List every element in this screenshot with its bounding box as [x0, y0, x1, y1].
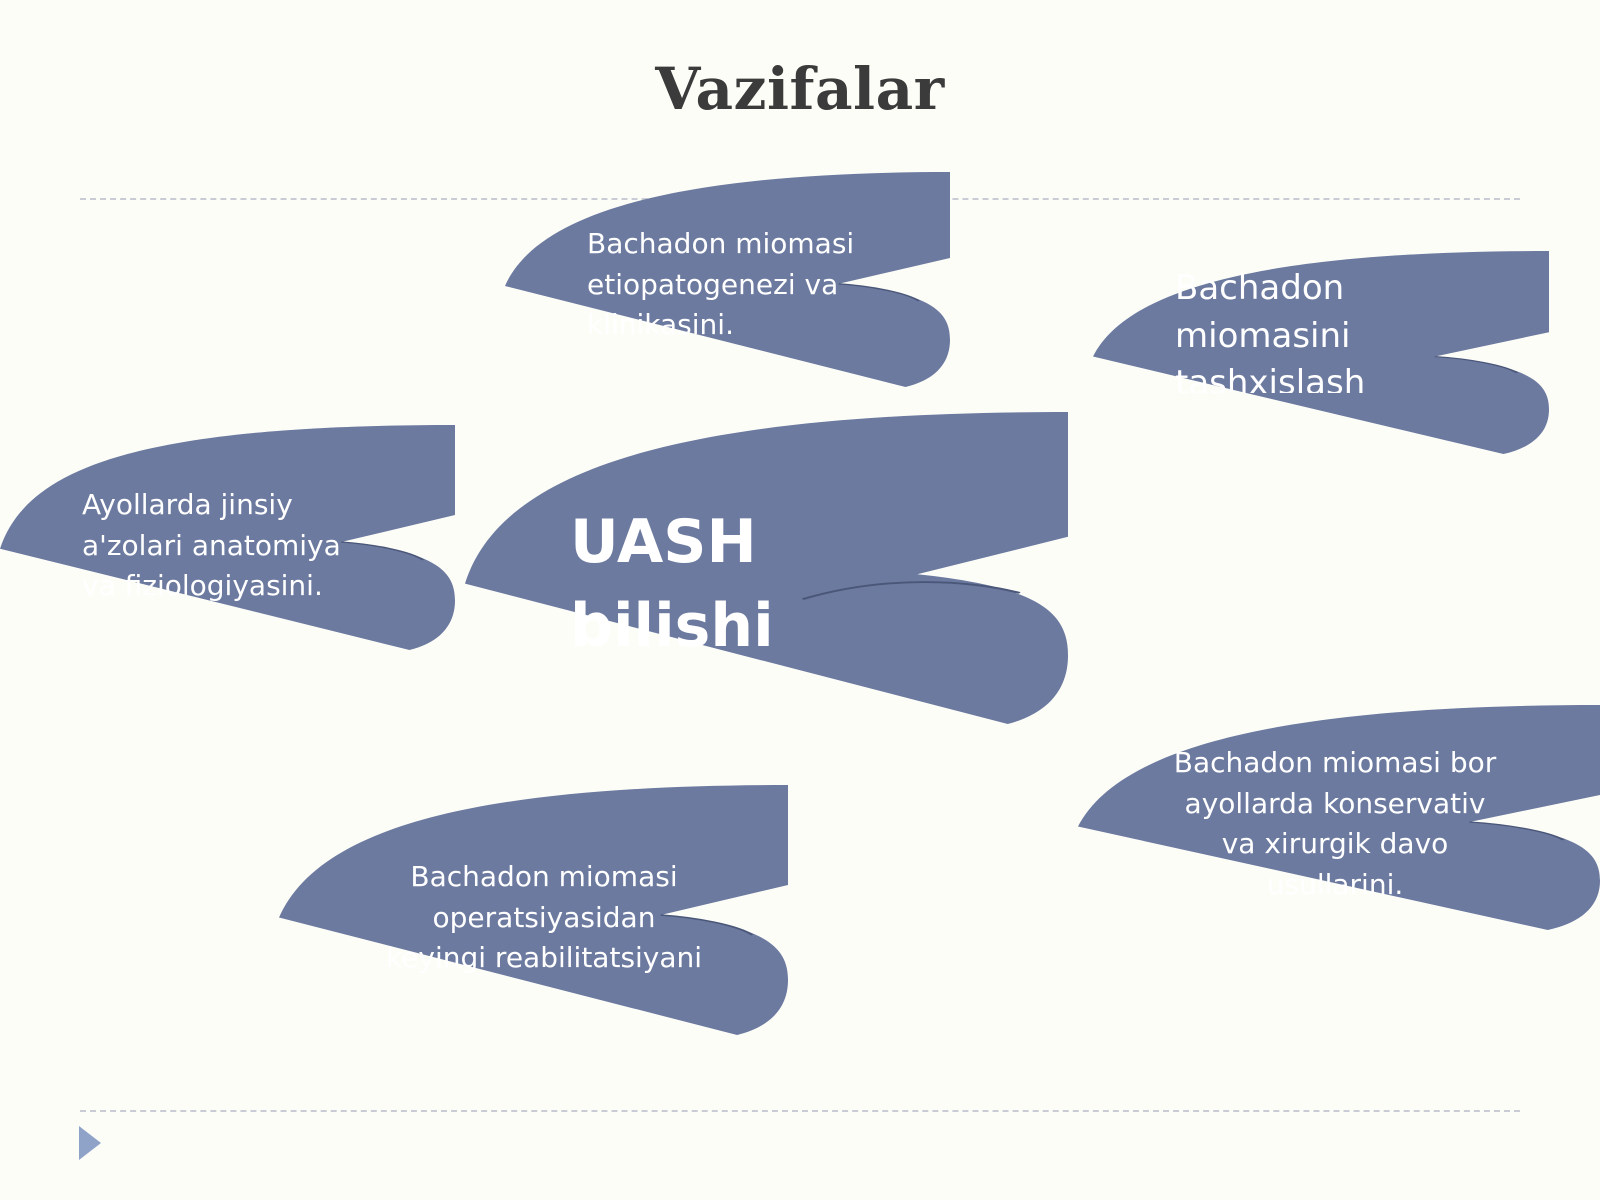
task-label: Bachadon miomasi operatsiyasidan keyingi…: [385, 860, 703, 975]
curved-arrow-shape: [505, 172, 950, 387]
task-label: Bachadon miomasini tashxislash: [1175, 268, 1366, 393]
center-label: UASH bilishi kerak:: [570, 507, 774, 650]
slide-title: Vazifalar: [655, 55, 945, 123]
bottom-divider: [80, 1110, 1520, 1112]
curved-arrow-shape: [279, 785, 788, 1035]
curved-arrow-shape: [1093, 251, 1549, 454]
task-shape-treatment: Bachadon miomasi bor ayollarda konservat…: [1078, 705, 1600, 930]
task-label: Ayollarda jinsiy a'zolari anatomiya va f…: [82, 488, 341, 603]
curved-arrow-shape: [0, 425, 455, 650]
task-shape-diagnosis: Bachadon miomasini tashxislash: [1093, 251, 1549, 454]
play-icon[interactable]: [79, 1126, 101, 1160]
center-shape: UASH bilishi kerak:: [465, 412, 1068, 724]
task-shape-rehabilitation: Bachadon miomasi operatsiyasidan keyingi…: [279, 785, 788, 1035]
curved-arrow-shape: [1078, 705, 1600, 930]
task-label: Bachadon miomasi bor ayollarda konservat…: [1173, 746, 1497, 901]
curved-arrow-shape: [465, 412, 1068, 724]
task-shape-etiopathogenesis: Bachadon miomasi etiopatogenezi va klini…: [505, 172, 950, 387]
task-shape-anatomy: Ayollarda jinsiy a'zolari anatomiya va f…: [0, 425, 455, 650]
task-label: Bachadon miomasi etiopatogenezi va klini…: [587, 227, 855, 342]
